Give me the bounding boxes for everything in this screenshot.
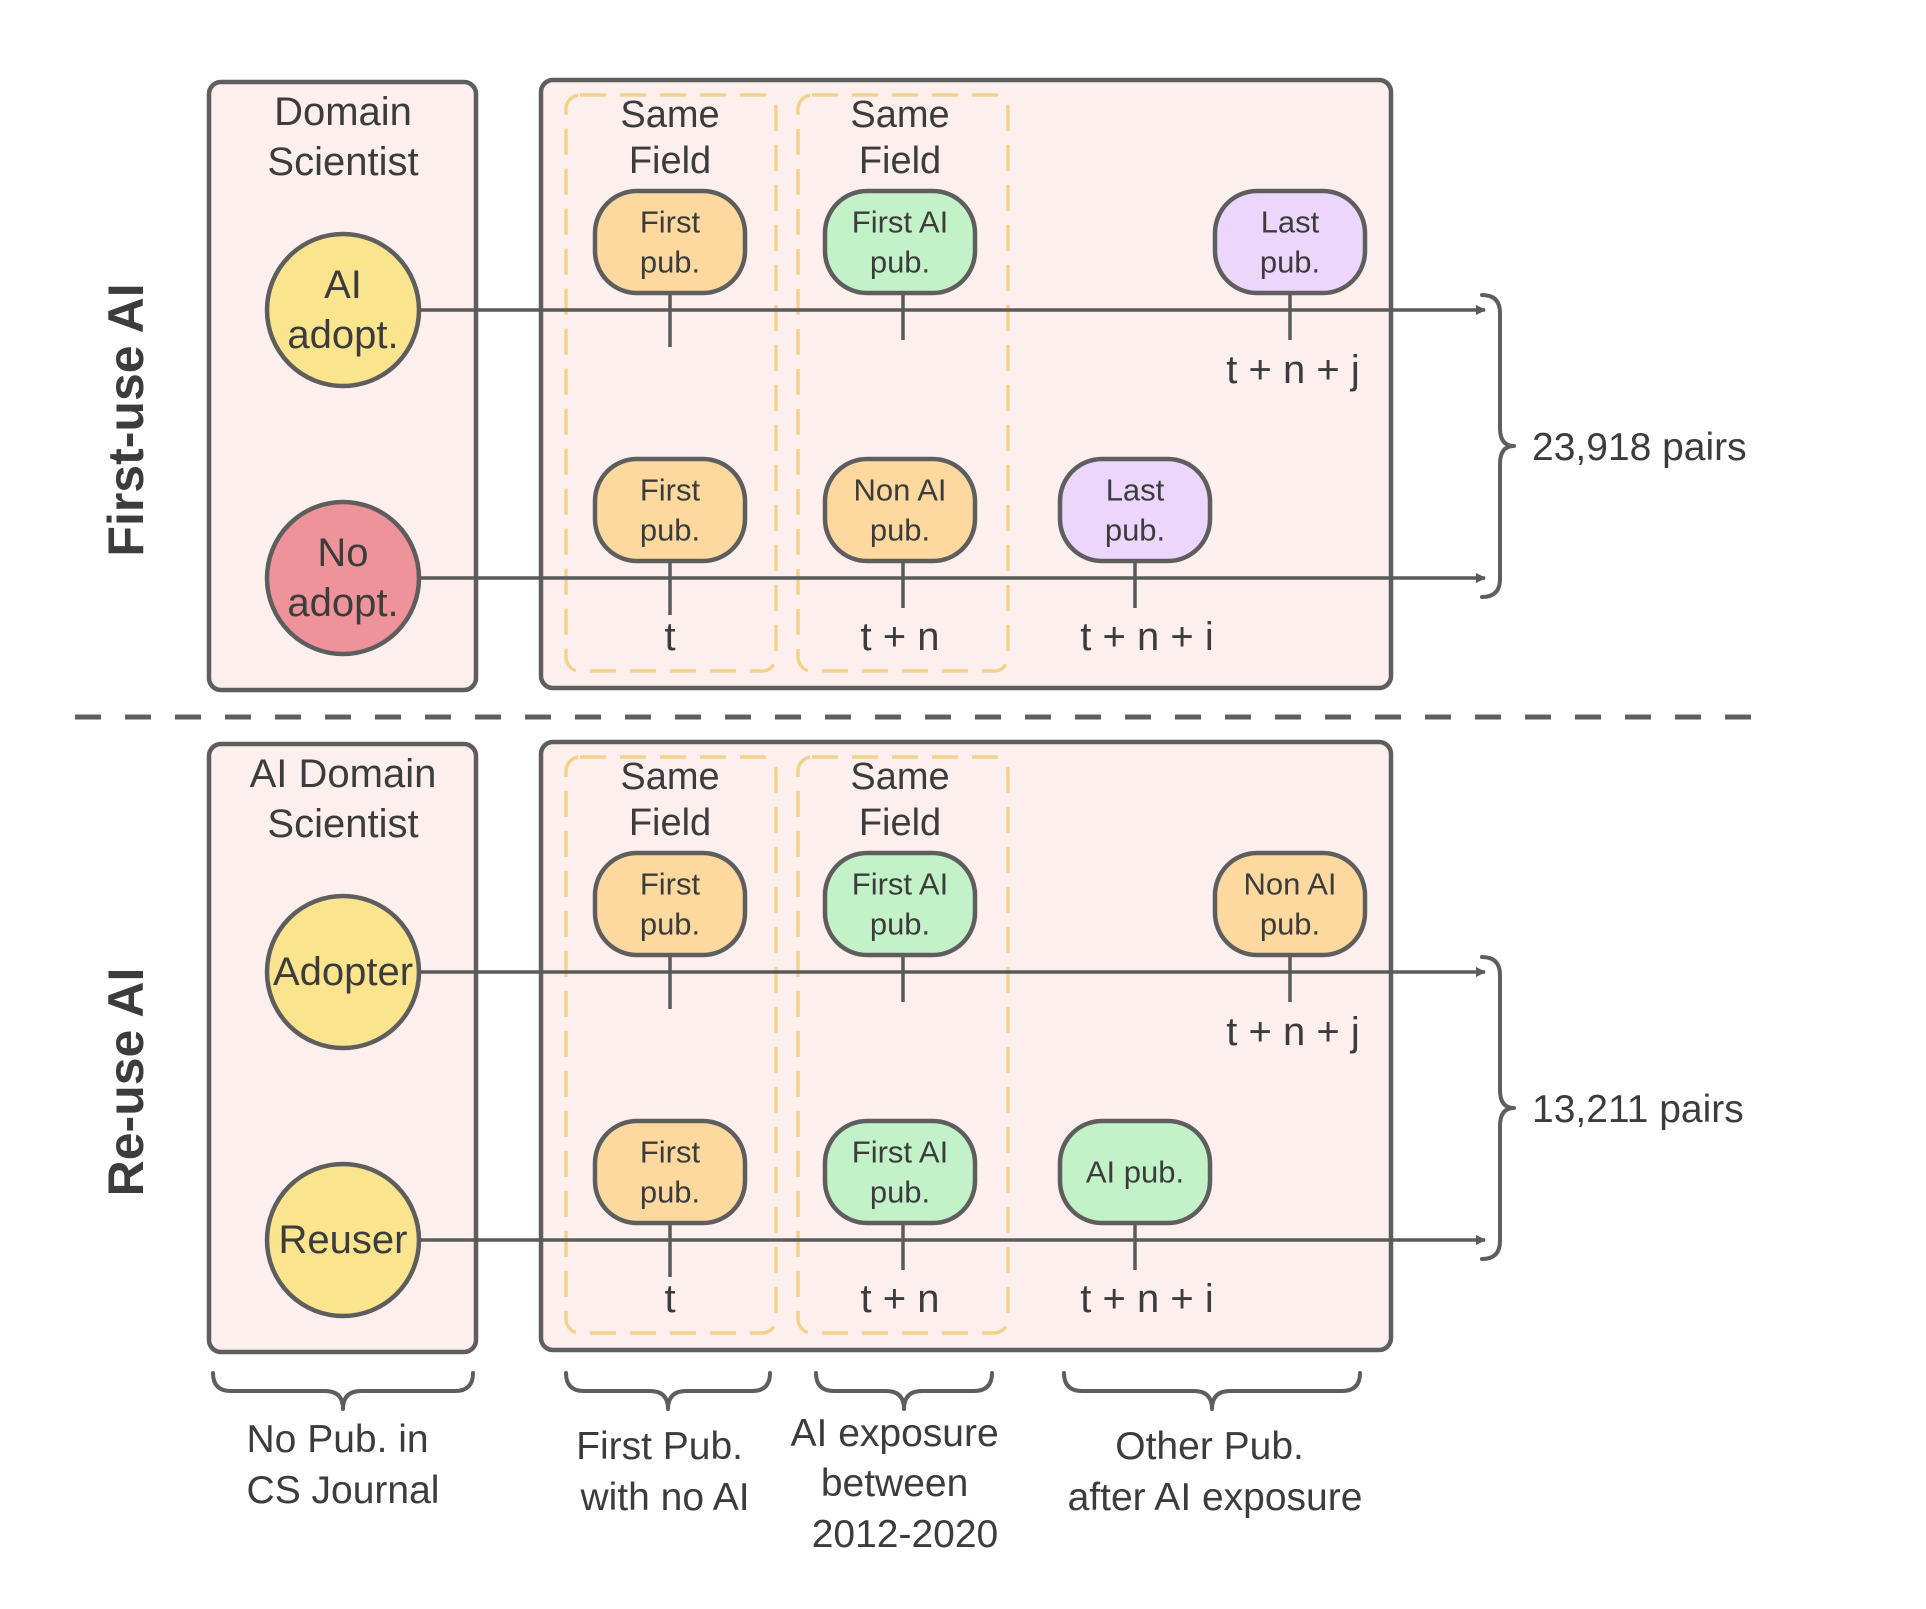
pairs-count-label: 23,918 pairs	[1532, 426, 1747, 469]
brace-no-pub	[211, 1371, 475, 1411]
brace-ai-exposure	[814, 1371, 994, 1411]
first-pub-node-shape	[592, 456, 748, 564]
scientist-circle-shape	[264, 499, 422, 657]
later-time-label: t + n + j	[1226, 348, 1359, 392]
section-title: Re-use AI	[98, 968, 154, 1197]
pairs-count-label: 13,211 pairs	[1532, 1088, 1744, 1131]
later-time-label: t + n + j	[1226, 1010, 1359, 1054]
scientist-circle-label: Reuser	[279, 1218, 408, 1262]
middle-pub-node-shape	[822, 1118, 978, 1226]
bottom-label-ai-exposure: AI exposure between 2012-2020	[791, 1412, 1010, 1556]
time-tn-label: t + n	[861, 615, 940, 659]
bottom-label-other-pub: Other Pub. after AI exposure	[1068, 1425, 1363, 1519]
later-time-label: t + n + i	[1080, 1277, 1213, 1321]
same-field-box	[796, 93, 1010, 673]
same-field-box	[564, 93, 778, 673]
later-time-label: t + n + i	[1080, 615, 1213, 659]
scientist-circle-shape	[264, 893, 422, 1051]
middle-pub-node-shape	[822, 456, 978, 564]
same-field-box	[564, 755, 778, 1335]
time-tn-label: t + n	[861, 1277, 940, 1321]
later-pub-node: AI pub.	[1057, 1118, 1213, 1226]
middle-pub-node-shape	[822, 188, 978, 296]
same-field-box	[796, 755, 1010, 1335]
pairs-brace	[1480, 293, 1516, 599]
pairs-brace	[1480, 955, 1516, 1261]
first-pub-node-shape	[592, 1118, 748, 1226]
time-t-label: t	[664, 1277, 675, 1321]
later-pub-node-shape	[1057, 1118, 1213, 1226]
later-pub-node-shape	[1212, 850, 1368, 958]
bottom-braces	[211, 1371, 1362, 1411]
scientist-circle-label: Adopter	[273, 950, 413, 994]
first-pub-node-shape	[592, 850, 748, 958]
scientist-circle: Adopter	[264, 893, 422, 1051]
scientist-circle-shape	[264, 1161, 422, 1319]
later-pub-node-shape	[1212, 188, 1368, 296]
section-title: First-use AI	[98, 283, 154, 556]
brace-first-pub	[564, 1371, 772, 1411]
middle-pub-node-shape	[822, 850, 978, 958]
brace-other-pub	[1062, 1371, 1362, 1411]
later-pub-node-shape	[1057, 456, 1213, 564]
later-pub-node-label: AI pub.	[1086, 1155, 1184, 1190]
scientist-circle: Reuser	[264, 1161, 422, 1319]
bottom-label-first-pub: First Pub. with no AI	[576, 1425, 754, 1519]
scientist-circle-shape	[264, 231, 422, 389]
time-t-label: t	[664, 615, 675, 659]
bottom-label-no-pub: No Pub. in CS Journal	[247, 1418, 440, 1512]
first-pub-node-shape	[592, 188, 748, 296]
